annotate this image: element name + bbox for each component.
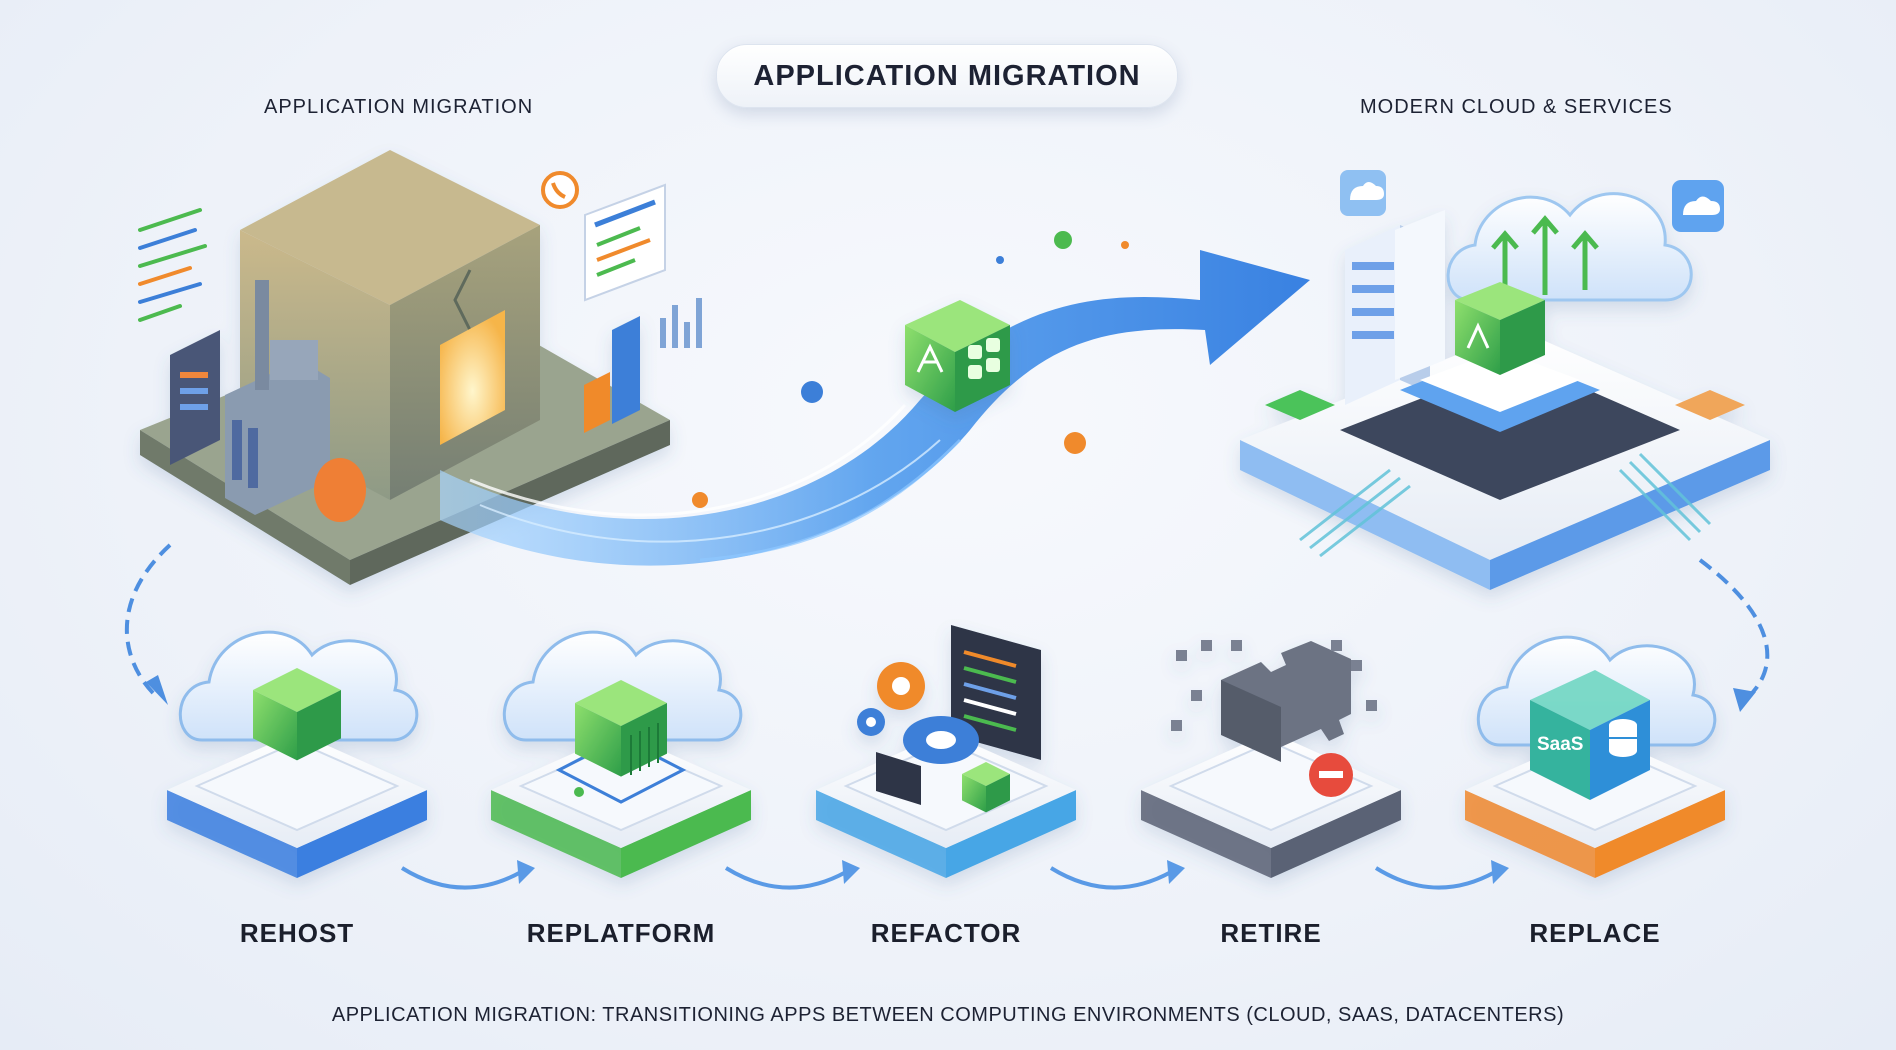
bar-chart-icon [660,298,702,348]
step-connector-arrow-icon [1049,860,1185,890]
data-streams [1299,452,1712,558]
side-code-lines-icon [138,208,207,322]
migration-flow-arrow-icon [440,250,1310,566]
steps-layer: SaaS [167,625,1725,890]
step-label-replace: REPLACE [1529,918,1661,948]
legacy-section-label: APPLICATION MIGRATION [264,96,534,118]
saas-cloud-icon: SaaS [1476,635,1717,800]
step-label-rehost: REHOST [239,918,355,948]
step-platform-retire [1141,640,1401,878]
step-label-replatform: REPLATFORM [526,918,716,948]
saas-badge-text: SaaS [1537,734,1583,755]
step-platform-replace: SaaS [1465,635,1725,878]
container-in-cloud-icon [502,630,743,804]
modern-cloud-platform-icon [1240,192,1770,590]
right-curve-arrow-icon [1698,558,1770,702]
cloud-chat-badge-icon [1340,170,1386,216]
particles [692,231,1129,508]
cloud-badge-icon [1672,180,1724,232]
code-window-icon [584,183,666,302]
step-platform-replatform [491,630,751,878]
step-platform-refactor [816,625,1076,878]
step-connector-arrow-icon [400,860,535,890]
cloud-section-label: MODERN CLOUD & SERVICES [1360,96,1673,118]
broken-puzzle-icon [1171,640,1377,797]
step-label-retire: RETIRE [1220,918,1322,948]
step-label-refactor: REFACTOR [870,918,1022,948]
app-cube-icon [905,300,1010,412]
step-connector-arrow-icon [1374,860,1509,890]
gears-code-icon [857,625,1041,813]
step-platform-rehost [167,630,427,878]
left-curve-arrow-icon [124,543,172,697]
phone-badge-icon [541,171,579,209]
footer-caption: APPLICATION MIGRATION: TRANSITIONING APP… [331,1004,1565,1026]
cube-in-cloud-icon [178,630,419,761]
page-title: APPLICATION MIGRATION [716,44,1178,108]
step-connector-arrow-icon [724,860,860,890]
